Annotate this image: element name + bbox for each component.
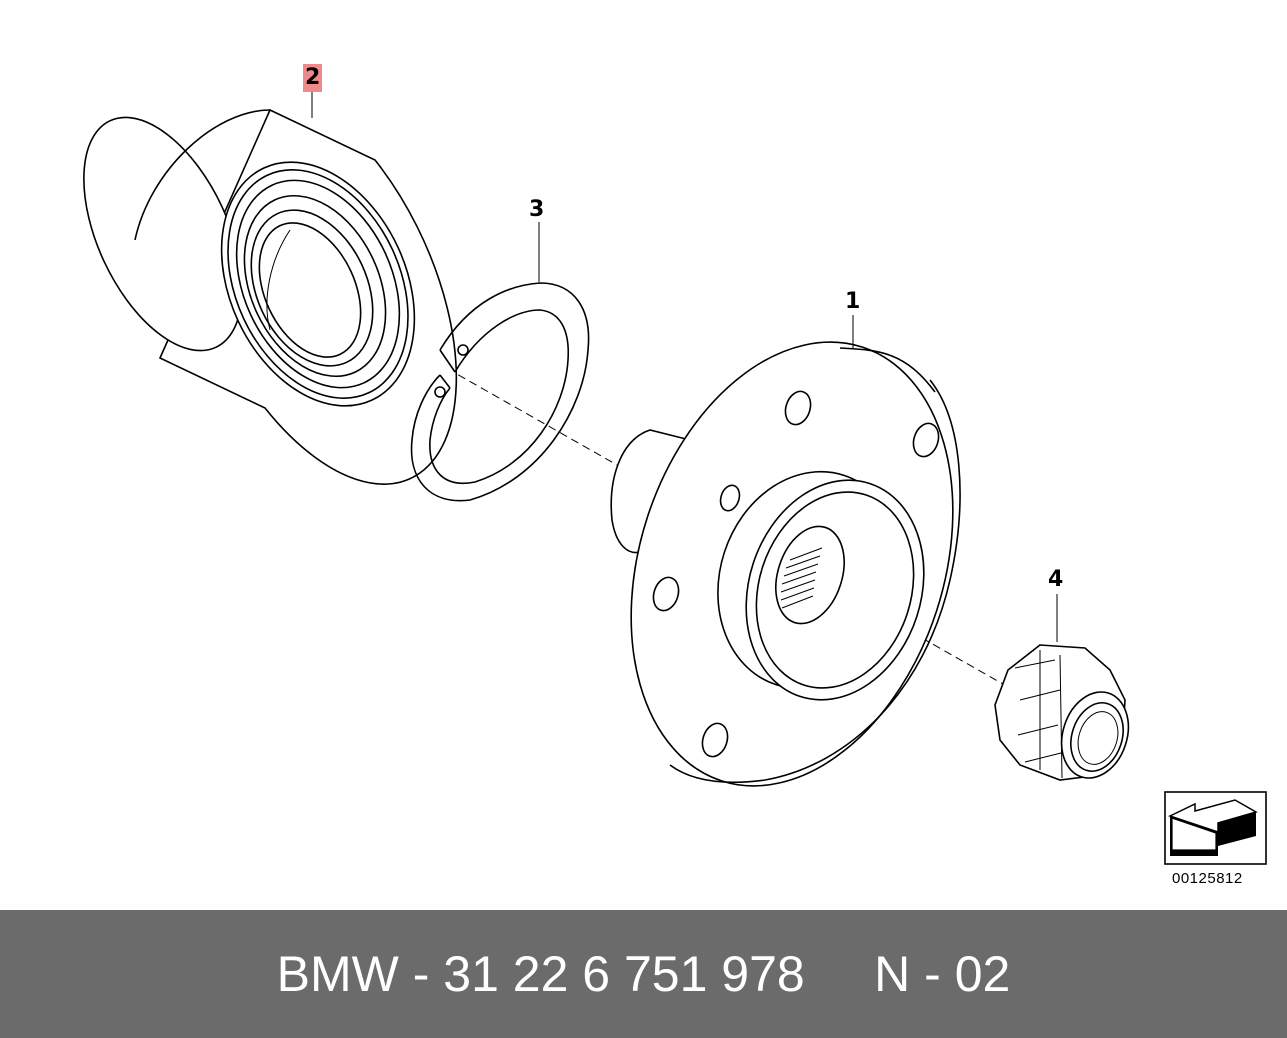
- footer-bar: BMW - 31 22 6 751 978 N - 02: [0, 910, 1287, 1038]
- wheel-hub-part: [610, 341, 961, 787]
- circlip-part: [410, 282, 590, 502]
- callout-hub[interactable]: 1: [845, 289, 861, 314]
- callout-bearing[interactable]: 2: [303, 64, 323, 92]
- exploded-parts-diagram: [83, 92, 1267, 865]
- callout-circlip[interactable]: 3: [529, 197, 545, 222]
- collar-nut-part: [994, 644, 1130, 781]
- arrow-icon: [1164, 791, 1267, 865]
- wheel-bearing-part: [83, 108, 458, 486]
- part-number-label: BMW - 31 22 6 751 978 N - 02: [276, 946, 1011, 1002]
- callout-nut[interactable]: 4: [1048, 567, 1064, 592]
- diagram-reference-number: 00125812: [1172, 870, 1243, 887]
